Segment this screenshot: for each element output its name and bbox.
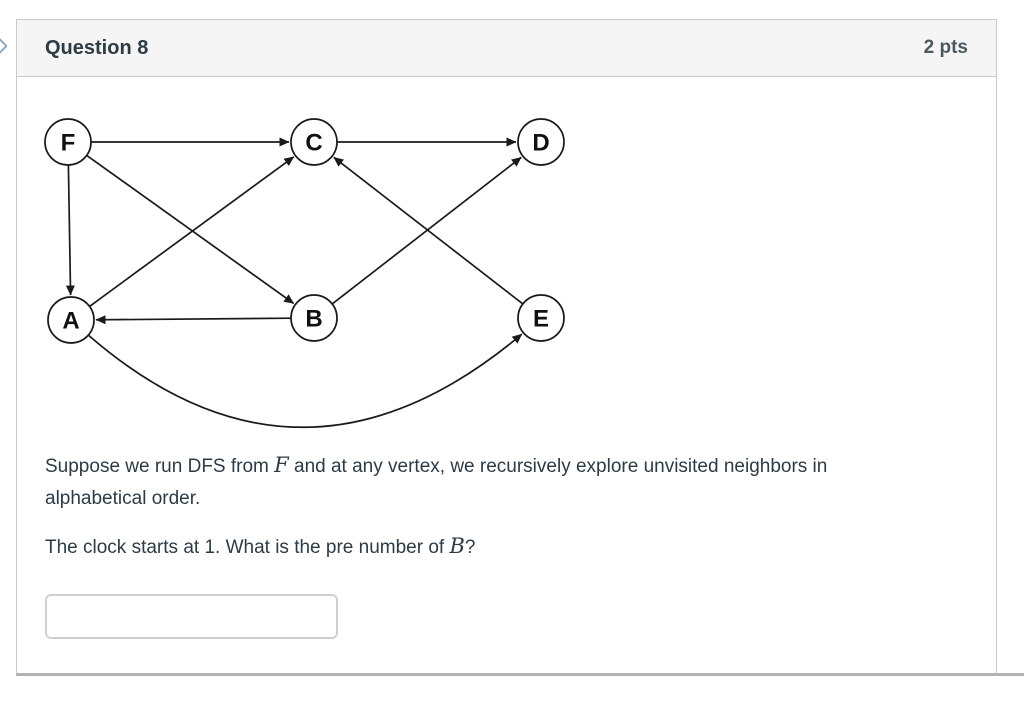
graph-node-E	[517, 294, 565, 342]
question-bottom-divider	[16, 673, 1024, 676]
graph-node-C	[290, 118, 338, 166]
answer-area	[45, 594, 996, 639]
graph-node-label-E: E	[533, 306, 549, 333]
math-variable-F: F	[274, 453, 289, 477]
graph-node-B	[290, 294, 338, 342]
graph-node-F	[44, 118, 92, 166]
graph-node-A	[47, 296, 95, 344]
question-text-line1: Suppose we run DFS from F and at any ver…	[45, 449, 926, 515]
question-text-post: and at any vertex, we recursively explor…	[45, 456, 828, 509]
graph-node-label-C: C	[305, 130, 322, 157]
question-prompt-pre: The clock starts at 1. What is the pre n…	[45, 537, 450, 558]
graph-edge-F-A	[65, 164, 75, 296]
question-nav-chevron-icon[interactable]	[0, 36, 8, 56]
graph-edge-E-C	[333, 156, 524, 305]
math-variable-B: B	[449, 534, 465, 558]
graph-edge-F-B	[86, 154, 295, 305]
graph-node-label-A: A	[62, 308, 79, 335]
question-prompt-post: ?	[464, 537, 476, 558]
question-card: Question 8 2 pts F C D A B E Suppose we run D…	[16, 19, 997, 673]
question-header: Question 8 2 pts	[17, 19, 996, 77]
graph-edge-B-D	[331, 156, 522, 305]
graph-node-D	[517, 118, 565, 166]
graph-edge-B-A	[95, 315, 292, 325]
question-title: Question 8	[45, 36, 149, 59]
graph-edge-A-E	[87, 333, 523, 428]
dfs-graph-diagram: F C D A B E	[44, 118, 565, 428]
question-body: F C D A B E Suppose we run DFS from F and at …	[17, 77, 996, 672]
graph-node-label-D: D	[532, 130, 549, 157]
question-points-badge: 2 pts	[923, 37, 968, 58]
answer-input[interactable]	[45, 594, 338, 639]
graph-node-label-F: F	[61, 130, 76, 157]
graph-node-label-B: B	[305, 306, 322, 333]
graph-edge-A-C	[89, 156, 295, 308]
question-text-pre: Suppose we run DFS from	[45, 456, 275, 477]
question-text-line2: The clock starts at 1. What is the pre n…	[45, 530, 926, 564]
